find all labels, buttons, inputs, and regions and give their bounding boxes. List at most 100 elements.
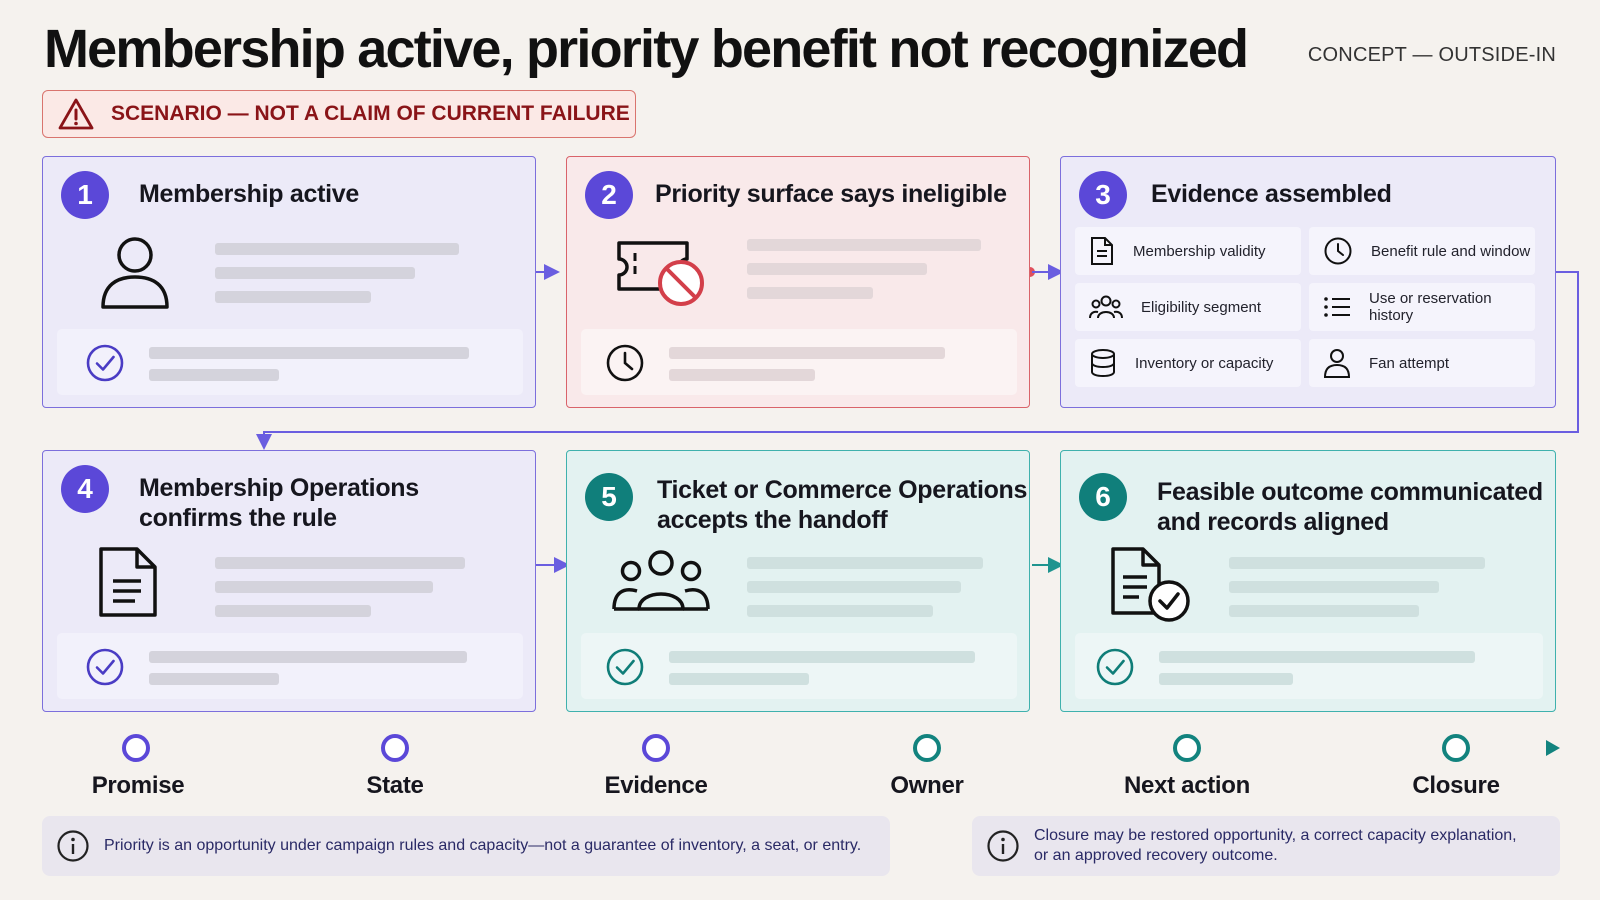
evidence-label: Use or reservation history xyxy=(1369,290,1492,324)
timeline-label-evidence: Evidence xyxy=(604,772,708,799)
group-icon xyxy=(1089,295,1123,319)
info-note-text: Priority is an opportunity under campaig… xyxy=(104,837,862,854)
evidence-item: Membership validity xyxy=(1075,227,1301,275)
status-panel xyxy=(581,329,1017,395)
placeholder-line xyxy=(215,267,415,279)
step-number: 3 xyxy=(1079,171,1127,219)
placeholder-line xyxy=(149,673,279,685)
ticket-blocked-icon xyxy=(617,241,704,306)
user-icon xyxy=(101,237,169,309)
placeholder-line xyxy=(215,605,371,617)
timeline-label-closure: Closure xyxy=(1412,772,1500,799)
timeline-label-state: State xyxy=(366,772,424,799)
timeline-node xyxy=(1173,734,1201,762)
placeholder-line xyxy=(149,347,469,359)
evidence-item: Benefit rule and window xyxy=(1309,227,1535,275)
scenario-banner: SCENARIO — NOT A CLAIM OF CURRENT FAILUR… xyxy=(42,90,636,138)
evidence-item: Eligibility segment xyxy=(1075,283,1301,331)
placeholder-line xyxy=(669,369,815,381)
step-number: 4 xyxy=(61,465,109,513)
placeholder-line xyxy=(1159,673,1293,685)
step-number: 6 xyxy=(1079,473,1127,521)
clock-icon xyxy=(606,344,644,382)
placeholder-line xyxy=(669,651,975,663)
placeholder-line xyxy=(747,239,981,251)
scenario-label: SCENARIO — NOT A CLAIM OF CURRENT FAILUR… xyxy=(111,102,630,125)
clock-icon xyxy=(1324,237,1352,265)
evidence-item: Use or reservation history xyxy=(1309,283,1535,331)
step-title: Ticket or Commerce Operations accepts th… xyxy=(657,475,1027,535)
step-title-line: confirms the rule xyxy=(139,504,337,532)
check-circle-icon xyxy=(1096,648,1134,686)
step-title: Feasible outcome communicated and record… xyxy=(1157,477,1543,537)
placeholder-line xyxy=(215,581,433,593)
status-panel xyxy=(57,329,523,395)
step-card-1: 1 Membership active xyxy=(42,156,536,408)
placeholder-line xyxy=(747,287,873,299)
info-icon xyxy=(987,830,1019,862)
timeline-arrowhead xyxy=(1546,740,1560,756)
placeholder-line xyxy=(149,651,467,663)
info-note-right: Closure may be restored opportunity, a c… xyxy=(972,816,1560,876)
status-panel xyxy=(581,633,1017,699)
timeline-label-owner: Owner xyxy=(890,772,964,799)
placeholder-line xyxy=(669,673,809,685)
document-icon xyxy=(1091,237,1113,265)
warning-icon xyxy=(58,98,94,130)
step-title-line: accepts the handoff xyxy=(657,506,888,534)
group-icon xyxy=(612,550,710,611)
evidence-label: Eligibility segment xyxy=(1141,298,1262,316)
step-card-5: 5 Ticket or Commerce Operations accepts … xyxy=(566,450,1030,712)
check-circle-icon xyxy=(86,344,124,382)
evidence-label: Fan attempt xyxy=(1369,354,1450,372)
step-title: Membership Operations confirms the rule xyxy=(139,473,419,533)
evidence-label: Membership validity xyxy=(1133,242,1266,260)
step-card-2: 2 Priority surface says ineligible xyxy=(566,156,1030,408)
step-title-line: Ticket or Commerce Operations xyxy=(657,476,1028,504)
timeline-node xyxy=(122,734,150,762)
user-icon xyxy=(1323,349,1351,378)
placeholder-line xyxy=(1159,651,1475,663)
document-check-icon xyxy=(1111,547,1190,622)
timeline-node xyxy=(1442,734,1470,762)
placeholder-line xyxy=(669,347,945,359)
info-icon xyxy=(57,830,89,862)
step-title: Evidence assembled xyxy=(1151,180,1392,208)
timeline-node xyxy=(381,734,409,762)
page-title: Membership active, priority benefit not … xyxy=(44,19,1249,79)
placeholder-line xyxy=(747,557,983,569)
placeholder-line xyxy=(215,243,459,255)
status-panel xyxy=(1075,633,1543,699)
placeholder-line xyxy=(149,369,279,381)
timeline-label-promise: Promise xyxy=(91,772,185,799)
database-icon xyxy=(1091,349,1115,378)
concept-tag: CONCEPT — OUTSIDE-IN xyxy=(1307,44,1556,66)
timeline-label-next-action: Next action xyxy=(1123,772,1251,799)
step-title-line: Feasible outcome communicated xyxy=(1157,478,1543,506)
step-number: 5 xyxy=(585,473,633,521)
step-title: Priority surface says ineligible xyxy=(655,180,1007,208)
step-card-4: 4 Membership Operations confirms the rul… xyxy=(42,450,536,712)
evidence-item: Inventory or capacity xyxy=(1075,339,1301,387)
check-circle-icon xyxy=(606,648,644,686)
placeholder-line xyxy=(1229,605,1419,617)
placeholder-line xyxy=(215,557,465,569)
step-title-line: Membership Operations xyxy=(139,474,419,502)
placeholder-line xyxy=(1229,581,1439,593)
list-icon xyxy=(1324,297,1350,317)
info-note-line: Closure may be restored opportunity, a c… xyxy=(1034,827,1517,844)
step-number: 1 xyxy=(61,171,109,219)
evidence-label: Benefit rule and window xyxy=(1371,242,1531,260)
evidence-grid: Membership validity Benefit rule and win… xyxy=(1075,227,1535,387)
check-circle-icon xyxy=(86,648,124,686)
step-card-3: 3 Evidence assembled Membership validity… xyxy=(1060,156,1556,408)
placeholder-line xyxy=(747,263,927,275)
evidence-item: Fan attempt xyxy=(1309,339,1535,387)
placeholder-line xyxy=(215,291,371,303)
timeline-node xyxy=(913,734,941,762)
evidence-label: Inventory or capacity xyxy=(1135,354,1274,372)
info-note-line: or an approved recovery outcome. xyxy=(1034,847,1278,864)
placeholder-line xyxy=(1229,557,1485,569)
step-number: 2 xyxy=(585,171,633,219)
step-card-6: 6 Feasible outcome communicated and reco… xyxy=(1060,450,1556,712)
